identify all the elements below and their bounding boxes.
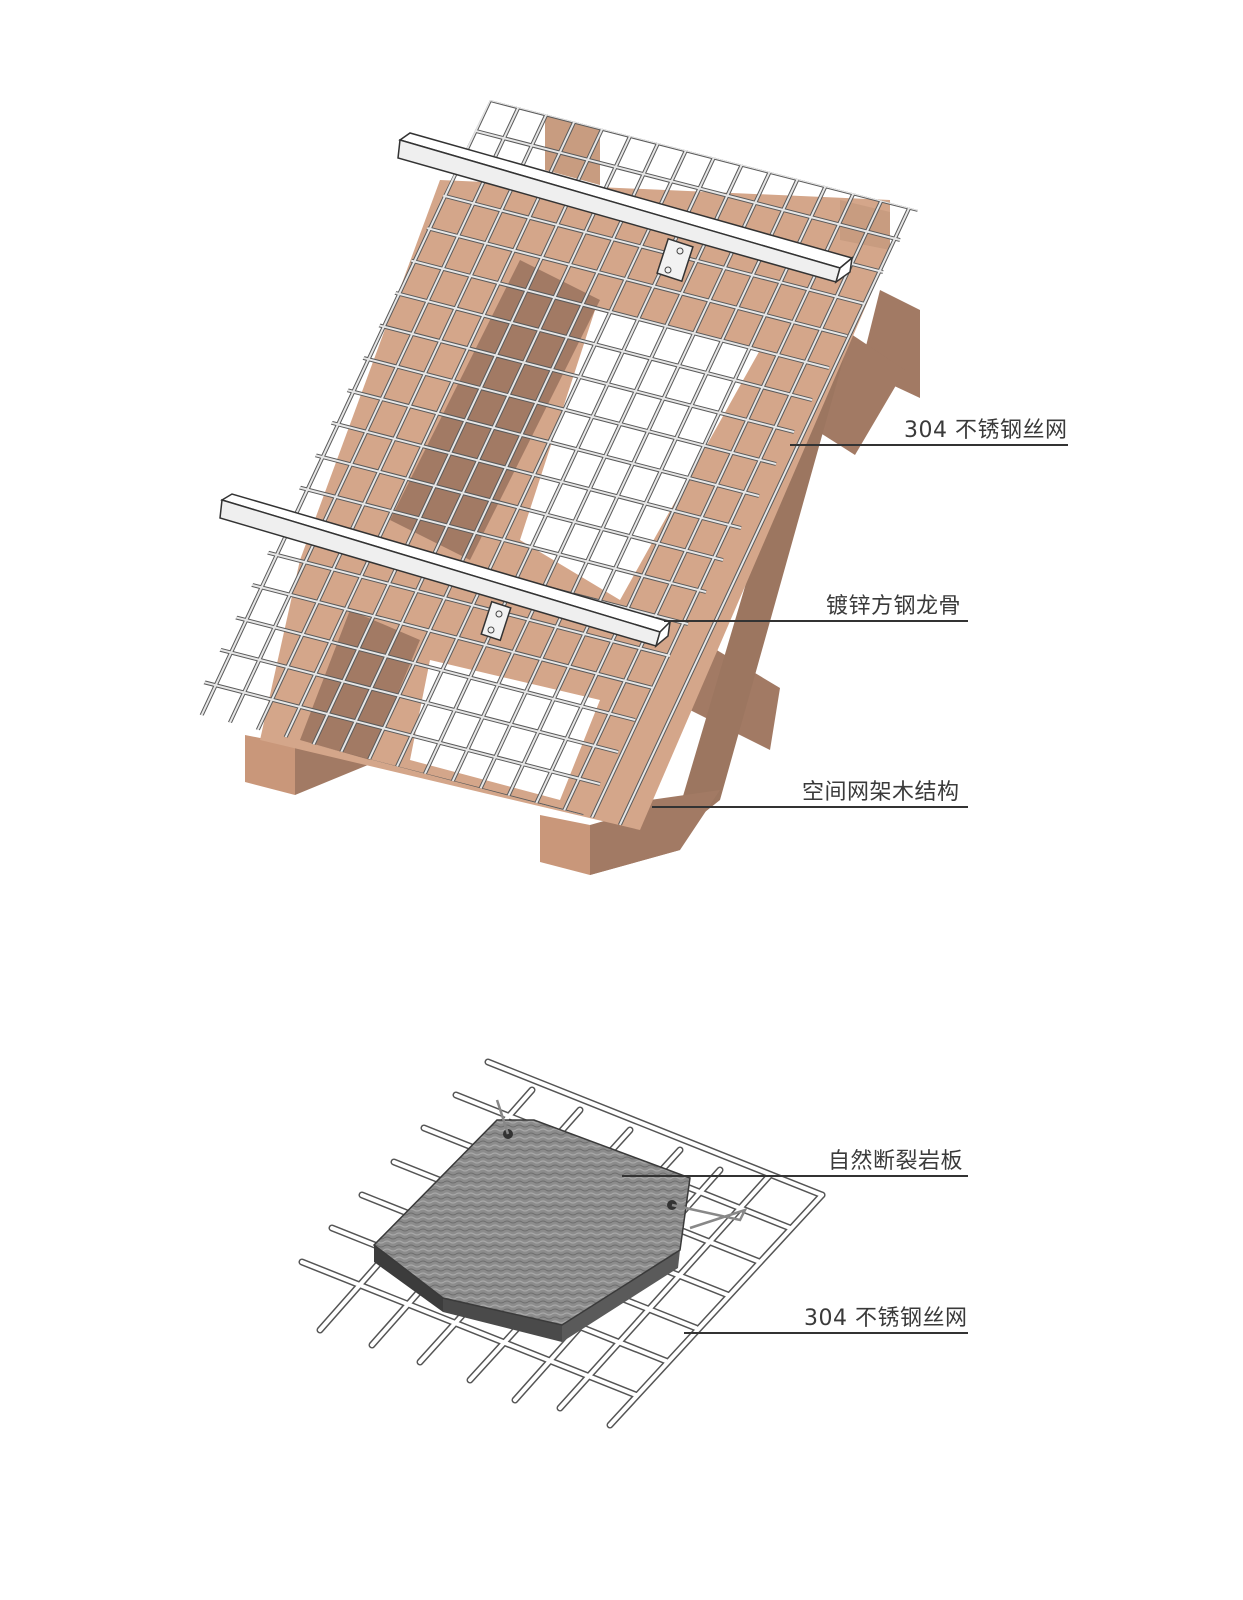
natural-stone-slab (372, 1099, 748, 1342)
label-stone-slab: 自然断裂岩板 (828, 1149, 964, 1174)
leader-line-steel-keel (664, 620, 968, 622)
keel-bracket-lower (480, 600, 512, 642)
leader-line-mesh-top (790, 444, 1068, 446)
steel-keel-upper (397, 132, 854, 284)
leader-line-stone-slab (622, 1175, 968, 1177)
keel-bracket-upper (656, 237, 694, 283)
leader-line-timber-frame (652, 806, 968, 808)
label-timber-frame: 空间网架木结构 (802, 780, 960, 805)
label-mesh-top: 304 不锈钢丝网 (904, 418, 1068, 443)
label-mesh-bottom: 304 不锈钢丝网 (804, 1306, 968, 1331)
leader-line-mesh-bottom (684, 1332, 968, 1334)
steel-keel-lower (219, 493, 672, 649)
timber-space-frame (245, 115, 920, 875)
label-steel-keel: 镀锌方钢龙骨 (826, 594, 962, 619)
